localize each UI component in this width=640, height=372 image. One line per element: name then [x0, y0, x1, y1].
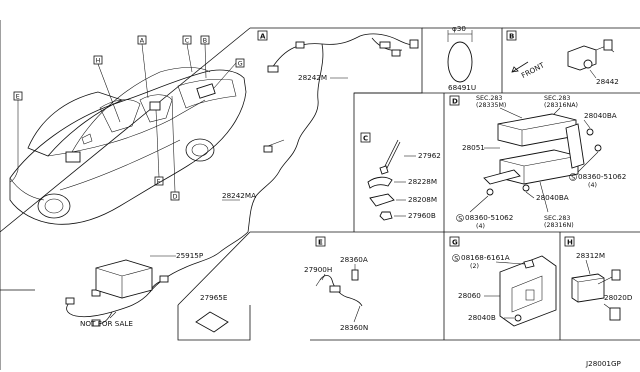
car-callout-f: F	[157, 179, 161, 186]
car-callout-e: E	[16, 94, 20, 101]
diagram-id: J28001GP	[585, 359, 622, 368]
label-25915P: 25915P	[176, 251, 204, 260]
panel-a-frame	[250, 27, 423, 232]
label-sec283-a-sub: (28335M)	[476, 102, 506, 109]
tag-d-box	[449, 95, 460, 106]
panel-d: SEC.283 (28335M) SEC.283 (28316NA) 28040…	[456, 95, 626, 230]
label-sec283-c-sub: (28316N)	[544, 222, 574, 229]
tag-b-box	[506, 30, 517, 41]
label-27962: 27962	[418, 151, 441, 160]
panel-divider	[0, 27, 251, 233]
label-28040B: 28040B	[468, 313, 496, 322]
label-28312M: 28312M	[576, 251, 605, 260]
cable-28242MA: 28242MA 25915P NOT FOR SALE	[65, 191, 256, 328]
label-28242M: 28242M	[298, 73, 327, 82]
section-tag-g: G	[452, 239, 458, 247]
label-28040BA-mid: 28040BA	[536, 193, 569, 202]
label-sec283-b-sub: (28316NA)	[544, 102, 578, 109]
section-tag-h: H	[567, 239, 573, 247]
section-tag-c: C	[363, 135, 368, 143]
section-tag-b: B	[509, 33, 514, 41]
label-08168: 08168-6161A	[461, 253, 510, 262]
label-28051: 28051	[462, 143, 485, 152]
part-68491U: φ30 68491U	[447, 24, 476, 92]
label-68491U: 68491U	[448, 83, 476, 92]
label-28442: 28442	[596, 77, 619, 86]
car-callout-c: C	[185, 38, 190, 45]
panel-a-cable: 28242M	[247, 33, 419, 233]
section-tag-a: A	[260, 33, 266, 41]
tag-c-box	[360, 132, 371, 143]
car-illustration	[9, 67, 247, 225]
label-27965E: 27965E	[200, 293, 228, 302]
car-callout-h: H	[96, 58, 101, 65]
section-tag-e: E	[318, 239, 323, 247]
section-tag-d: D	[452, 98, 458, 106]
panel-e: 27900H 28360A 28360N	[304, 255, 368, 332]
tag-g-box	[449, 236, 460, 247]
label-diameter: φ30	[452, 24, 466, 33]
label-08360-left: 08360-51062	[465, 213, 513, 222]
car-callout-a: A	[140, 38, 145, 45]
label-08360-right-qty: (4)	[588, 182, 597, 189]
s-mark-right: S	[571, 174, 575, 181]
label-28020D: 28020D	[604, 293, 633, 302]
label-28242MA: 28242MA	[222, 191, 256, 200]
tag-a-box	[257, 30, 268, 41]
part-27965E: 27965E	[195, 293, 229, 333]
car-callout-g: G	[238, 61, 243, 68]
label-28060: 28060	[458, 291, 481, 300]
label-08360-left-qty: (4)	[476, 223, 485, 230]
label-28040BA-top: 28040BA	[584, 111, 617, 120]
tag-e-box	[315, 236, 326, 247]
panel-h: 28312M 28020D	[571, 251, 633, 321]
panel-b: FRONT 28442	[511, 39, 619, 86]
panel-g: S 08168-6161A (2) 28060 28040B	[452, 253, 557, 327]
tag-h-box	[564, 236, 575, 247]
car-callout-b: B	[203, 38, 207, 45]
label-28228M: 28228M	[408, 177, 437, 186]
label-27900H: 27900H	[304, 265, 332, 274]
label-sec283-c: SEC.283	[544, 215, 570, 222]
label-sec283-b: SEC.283	[544, 95, 570, 102]
label-28360N: 28360N	[340, 323, 368, 332]
car-callout-d: D	[173, 194, 178, 201]
label-08360-right: 08360-51062	[578, 172, 626, 181]
car-callouts: A C B G H E F D	[13, 35, 245, 201]
label-08168-qty: (2)	[470, 263, 479, 270]
label-sec283-a: SEC.283	[476, 95, 502, 102]
label-27960B: 27960B	[408, 211, 436, 220]
s-mark-g: S	[454, 255, 458, 262]
label-front: FRONT	[520, 60, 546, 80]
section-tags: A B C D E G H	[257, 30, 575, 247]
label-28360A: 28360A	[340, 255, 368, 264]
panel-c: 27962 28228M 28208M 27960B	[367, 139, 441, 221]
label-not-for-sale: NOT FOR SALE	[80, 319, 133, 328]
label-28208M: 28208M	[408, 195, 437, 204]
s-mark-left: S	[458, 215, 462, 222]
